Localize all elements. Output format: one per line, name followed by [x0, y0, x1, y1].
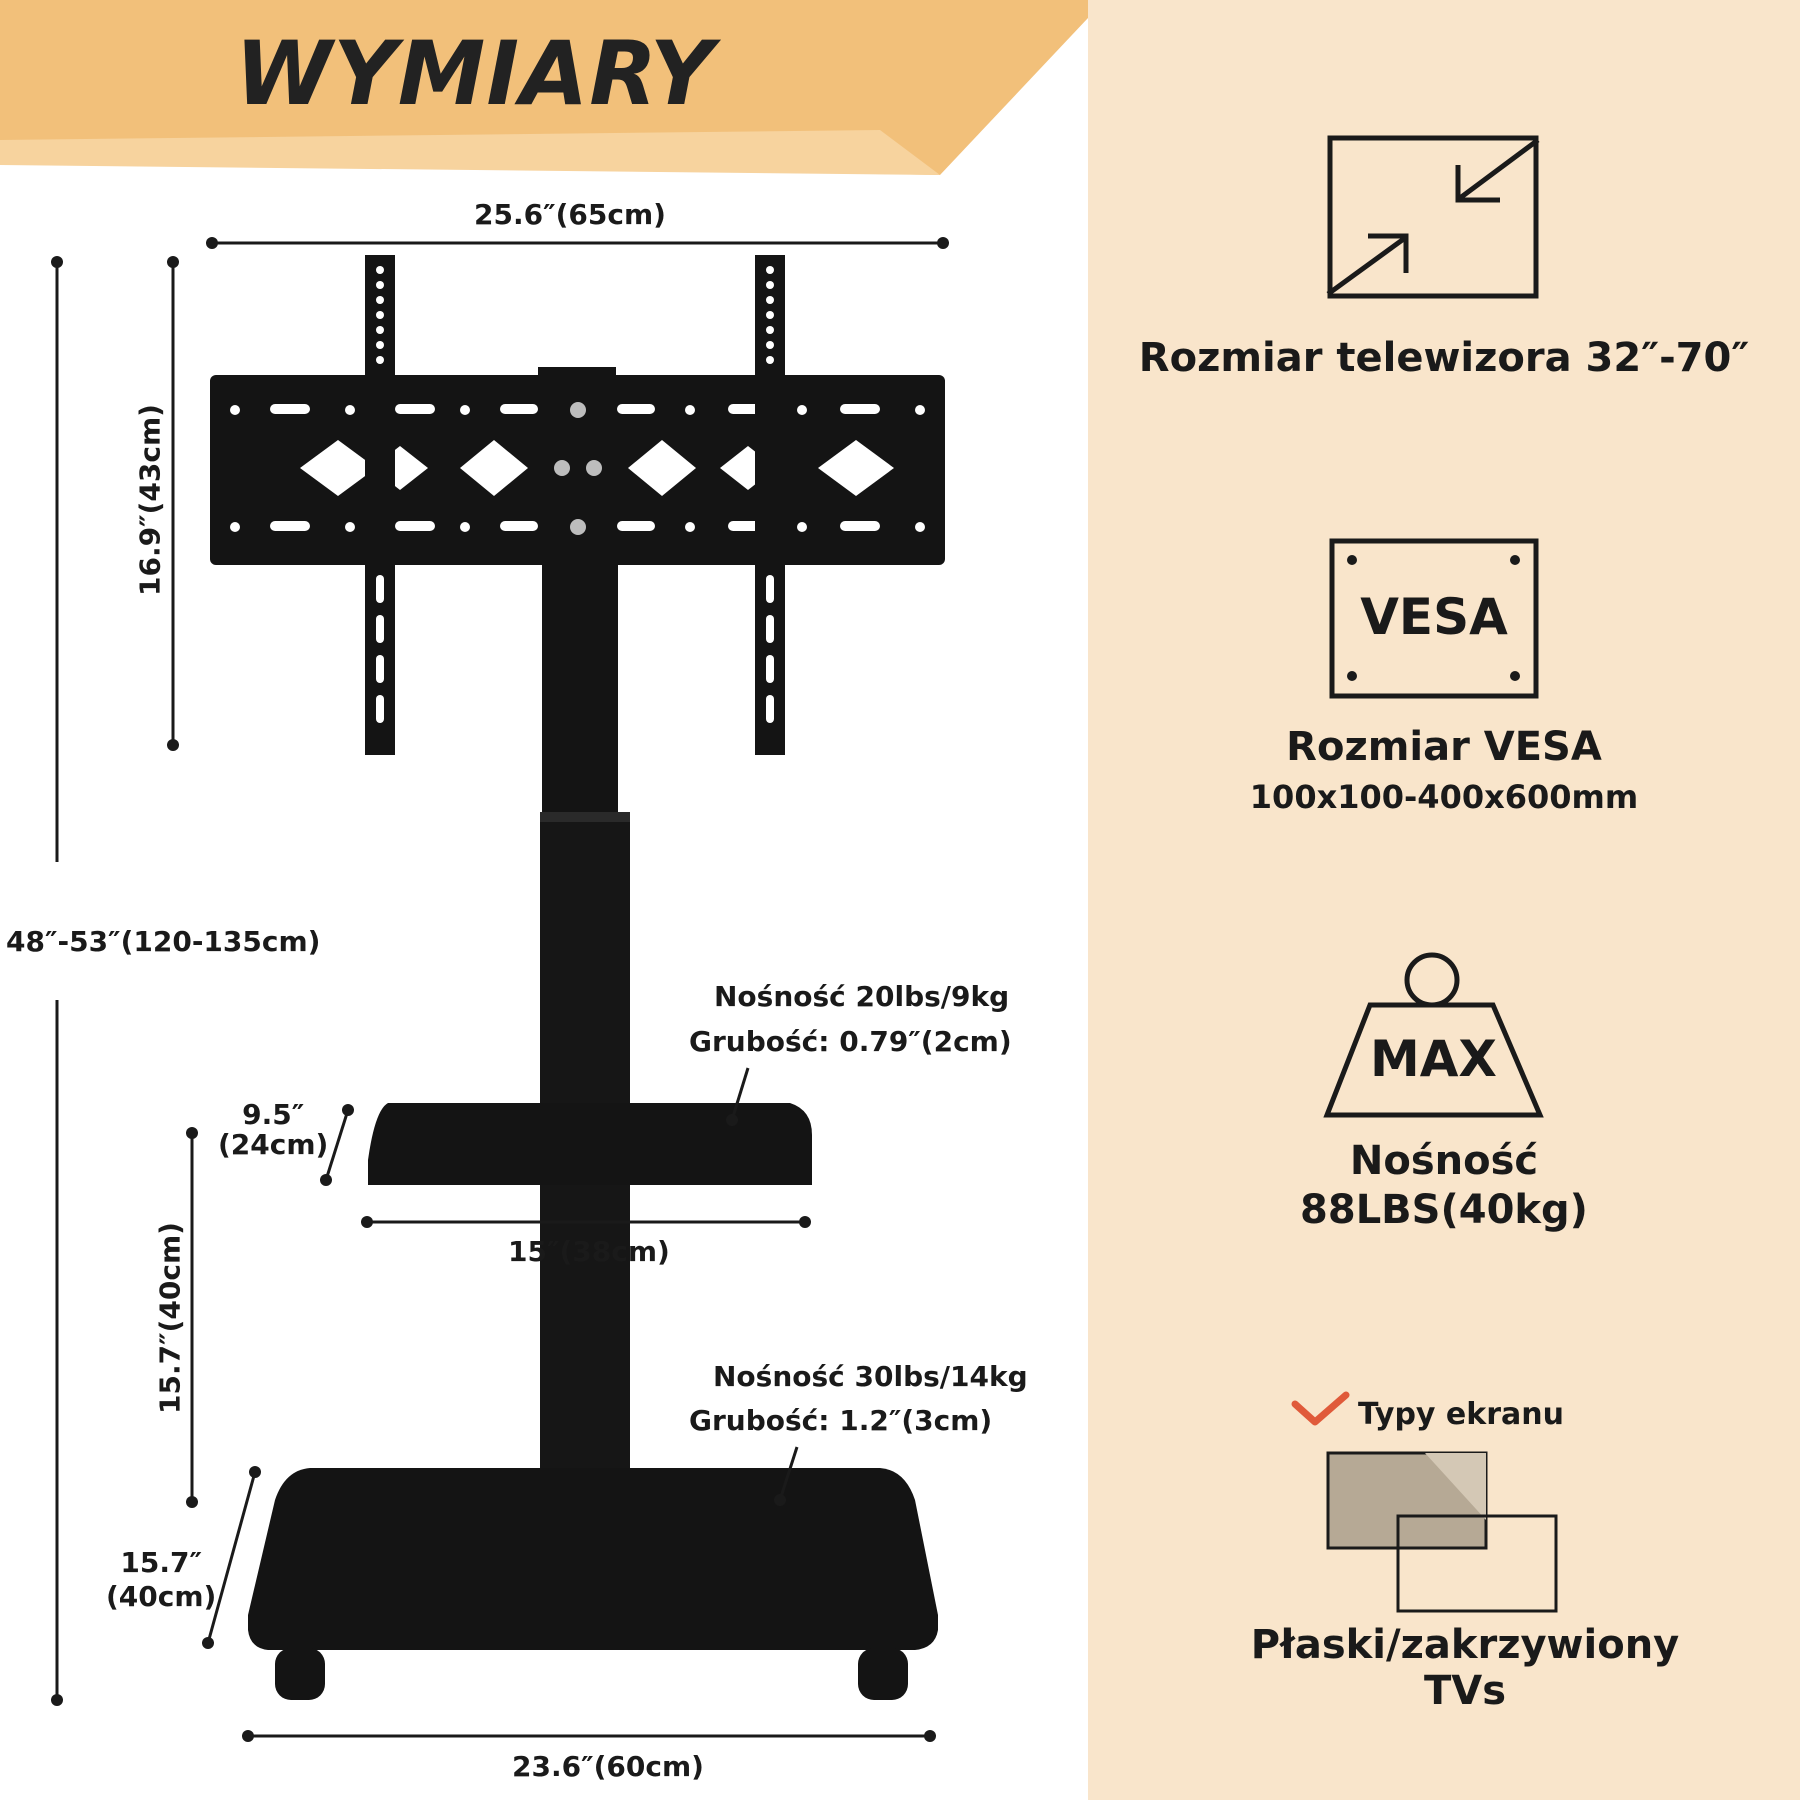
shelf-depth-label: 9.5″ (24cm) [218, 1100, 328, 1160]
shelf-width-label: 15″(38cm) [508, 1235, 670, 1268]
title-banner-highlight [0, 130, 940, 175]
screen-types-heading: Typy ekranu [1358, 1397, 1564, 1432]
glass-shelf [368, 1103, 812, 1185]
screen-types-label-line2: TVs [1423, 1668, 1507, 1714]
bracket-right [755, 255, 785, 755]
checkmark-icon [1291, 1391, 1350, 1426]
screen-types-label-line1: Płaski/zakrzywiony [1250, 1622, 1680, 1668]
base-thickness-note: Grubość: 1.2″(3cm) [689, 1404, 993, 1437]
top-width-label: 25.6″(65cm) [474, 198, 666, 231]
dimension-lines [51, 237, 949, 1742]
bracket-left [365, 255, 395, 755]
base-platform [248, 1468, 938, 1650]
vesa-value: 100x100-400x600mm [1249, 778, 1639, 816]
caster-right [858, 1648, 908, 1700]
page-title: WYMIARY [235, 22, 715, 125]
vesa-label: Rozmiar VESA [1286, 724, 1602, 770]
stand-column-collar [540, 812, 630, 822]
caster-left [275, 1648, 325, 1700]
base-depth-cm: (40cm) [106, 1580, 217, 1613]
mount-plate-slots [230, 404, 925, 532]
shelf-capacity-note: Nośność 20lbs/9kg [714, 980, 1010, 1013]
stand-column-upper [542, 560, 618, 820]
weight-icon [1323, 952, 1544, 1118]
vesa-icon [1329, 538, 1539, 699]
mount-height-label: 16.9″(43cm) [133, 404, 167, 596]
base-depth-label: 15.7″ (40cm) [106, 1546, 216, 1614]
vesa-icon-text: VESA [1360, 588, 1508, 646]
shelf-depth-cm: (24cm) [218, 1128, 329, 1161]
resize-icon [1326, 135, 1540, 299]
shelf-height-label: 15.7″(40cm) [153, 1222, 187, 1414]
shelf-depth-inches: 9.5″ [242, 1098, 305, 1131]
base-capacity-note: Nośność 30lbs/14kg [713, 1360, 1028, 1393]
max-icon-text: MAX [1369, 1030, 1497, 1088]
screen-types-icon [1326, 1451, 1558, 1613]
capacity-label: Nośność [1349, 1138, 1539, 1184]
mount-plate-bolts [554, 402, 602, 535]
shelf-thickness-note: Grubość: 0.79″(2cm) [689, 1025, 1012, 1058]
capacity-value: 88LBS(40kg) [1300, 1187, 1588, 1233]
base-width-label: 23.6″(60cm) [512, 1750, 704, 1783]
base-depth-inches: 15.7″ [120, 1546, 202, 1579]
tv-stand-illustration [210, 255, 945, 1700]
total-height-label: 48″-53″(120-135cm) [6, 925, 321, 958]
tv-size-label: Rozmiar telewizora 32″-70″ [1138, 335, 1750, 381]
mount-plate-top-tab [538, 367, 616, 379]
